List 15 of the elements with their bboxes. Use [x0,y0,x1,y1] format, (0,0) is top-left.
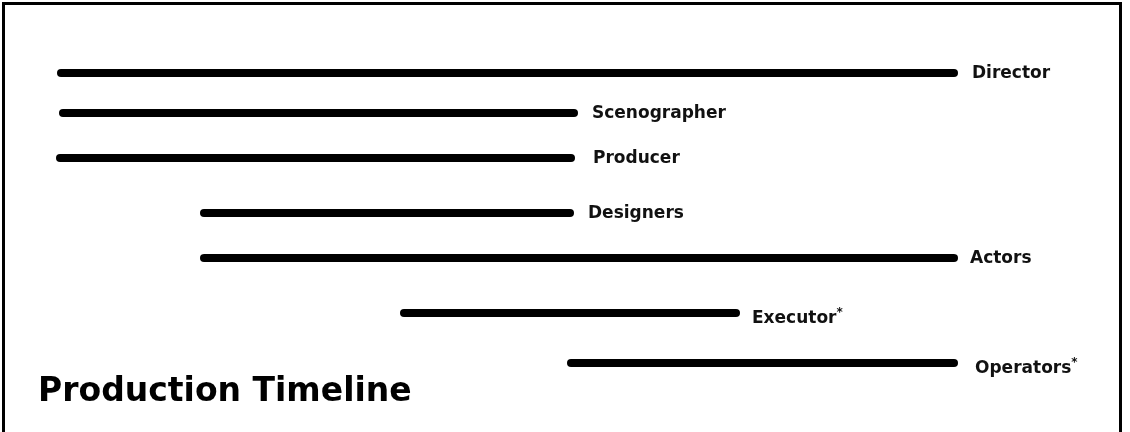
role-label: Director [972,62,1051,82]
role-label: Operators$^{*}$ [975,354,1078,377]
timeline-bar [567,359,958,367]
role-label: Scenographer [592,102,726,122]
timeline-bar [200,209,574,217]
timeline-bar [59,109,578,117]
role-label: Actors [970,247,1032,267]
timeline-bar [57,69,958,77]
timeline-bar [56,154,575,162]
timeline-bar [400,309,740,317]
role-label: Executor$^{*}$ [752,304,843,327]
role-label: Producer [593,147,680,167]
role-label: Designers [588,202,684,222]
timeline-bar [200,254,958,262]
title: Production Timeline [38,370,412,410]
